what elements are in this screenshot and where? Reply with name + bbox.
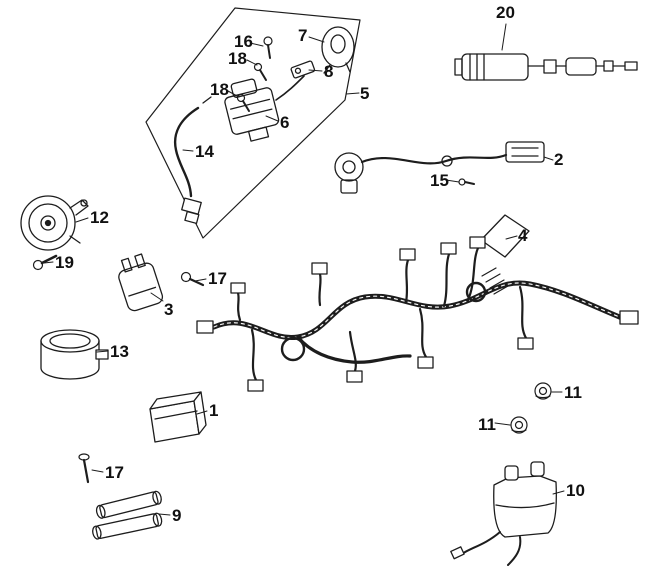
callout-20: 20 [496,3,515,22]
bracket-panel-outline [145,7,361,239]
callout-15: 15 [430,171,449,190]
ignition-coil-drawing [450,461,557,566]
lead-wire-drawing [173,96,212,225]
round-unit-drawing [40,329,109,380]
callout-7: 7 [298,26,308,45]
callout-6: 6 [280,113,290,132]
callout-2: 2 [554,150,564,169]
callout-5: 5 [360,84,370,103]
callout-1: 1 [209,401,219,420]
callout-9: 9 [172,506,182,525]
mount-bracket-drawing [321,26,355,74]
callout-12: 12 [90,208,109,227]
callout-3: 3 [164,300,174,319]
wire-harness-drawing [196,236,639,392]
control-unit-drawing [149,391,207,443]
cover-drawing [480,214,530,258]
switch-joint-drawing [290,60,316,79]
ignition-coil-assembly-drawing [454,53,638,81]
callout-19: 19 [55,253,74,272]
relay-drawing [118,253,164,312]
screw-18b-drawing [236,93,250,112]
callout-14: 14 [195,142,214,161]
callout-16: 16 [234,32,253,51]
callout-17-b: 17 [105,463,124,482]
callout-4: 4 [518,226,528,245]
plates-drawing [92,490,163,540]
nut-a-drawing [534,382,552,400]
screw-17b-drawing [78,453,90,484]
callout-18-a: 18 [228,49,247,68]
callout-17-a: 17 [208,269,227,288]
callout-8: 8 [324,62,334,81]
callout-13: 13 [110,342,129,361]
horn-drawing [20,195,89,251]
nut-b-drawing [510,416,528,434]
cable-assembly-drawing [334,141,545,194]
bolt-19-drawing [32,254,58,271]
ignition-switch-drawing [224,75,305,142]
screw-18a-drawing [253,62,267,81]
callout-11-a: 11 [564,383,582,402]
screw-15-drawing [458,178,475,186]
callout-11-b: 11 [478,415,496,434]
leader-lines [43,23,565,516]
callout-10: 10 [566,481,585,500]
screw-17a-drawing [180,271,205,287]
screw-16-drawing [263,36,273,59]
callout-18-b: 18 [210,80,229,99]
